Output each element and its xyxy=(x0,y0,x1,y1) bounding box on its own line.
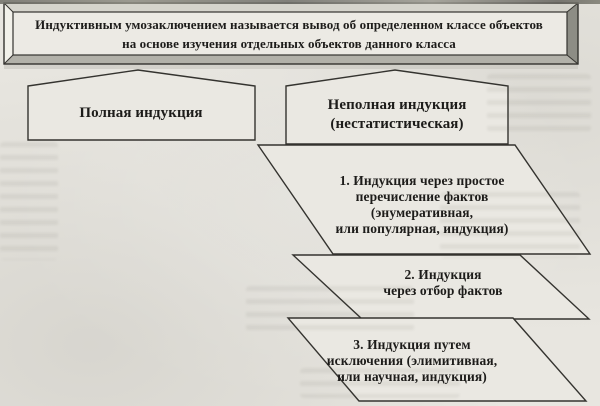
frame-bottom-face xyxy=(4,55,578,64)
induction-type-3-label: 3. Индукция путем исключения (элимитивна… xyxy=(326,337,498,384)
induction-type-2-parallelogram xyxy=(291,254,591,320)
frame-mitre-joints xyxy=(3,2,579,65)
frame-inner-border xyxy=(12,11,568,56)
incomplete-induction-pentagon xyxy=(285,69,509,145)
induction-type-3-parallelogram xyxy=(286,317,588,402)
induction-type-2-label: 2. Индукция через отбор фактов xyxy=(383,267,503,298)
frame-left-face xyxy=(4,3,13,64)
induction-type-1-label: 1. Индукция через простое перечисление ф… xyxy=(335,173,509,236)
scan-top-edge-artifact xyxy=(0,0,600,4)
definition-box-frame xyxy=(3,2,579,69)
branch-label-incomplete-induction: Неполная индукция (нестатистическая) xyxy=(327,97,467,132)
definition-text: Индуктивным умозаключением называется вы… xyxy=(35,17,543,51)
branch-label-full-induction: Полная индукция xyxy=(79,105,203,121)
frame-top-face xyxy=(4,3,578,12)
frame-right-face xyxy=(567,3,578,64)
induction-type-1-parallelogram xyxy=(256,144,592,255)
full-induction-pentagon xyxy=(27,69,256,141)
frame-drop-shadow xyxy=(4,64,578,69)
